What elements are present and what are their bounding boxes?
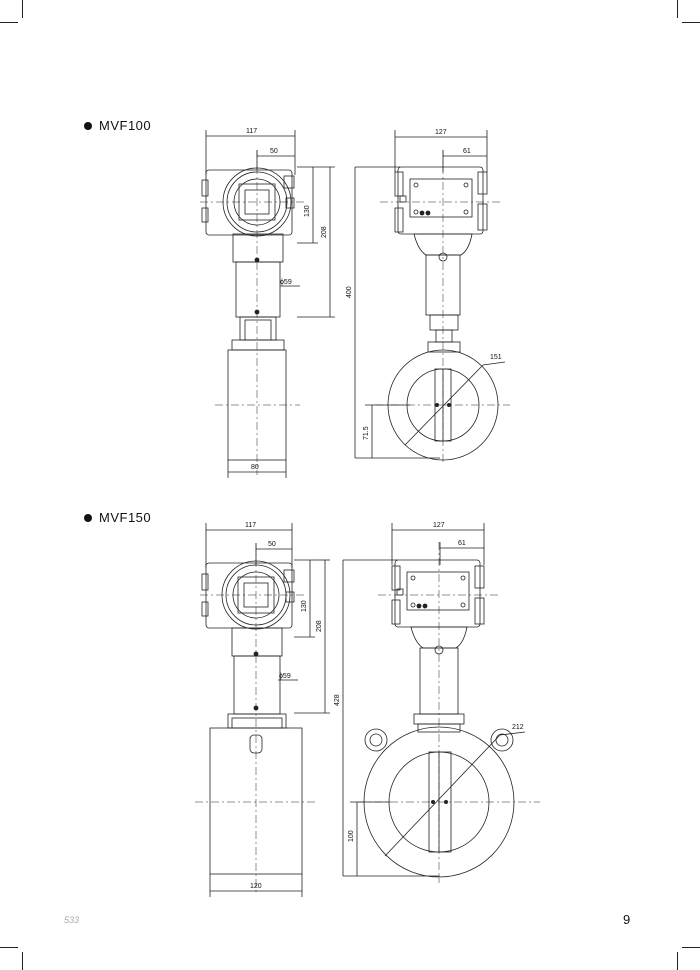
- dim-428: 428: [334, 694, 341, 706]
- section-title-mvf150: MVF150: [84, 510, 151, 525]
- dim-61: 61: [458, 540, 466, 547]
- mvf150-front-view: 117 50 130 208 ϕ59 1: [195, 522, 330, 897]
- dim-phi59: ϕ59: [279, 673, 291, 680]
- dim-80: 80: [251, 464, 259, 471]
- crop-mark: [0, 22, 18, 23]
- dim-400: 400: [346, 286, 353, 298]
- dim-50: 50: [270, 148, 278, 155]
- dim-212: 212: [512, 724, 524, 731]
- crop-mark: [0, 947, 18, 948]
- section-title-text: MVF100: [99, 118, 152, 133]
- dim-130: 130: [301, 600, 308, 612]
- crop-mark: [682, 22, 700, 23]
- dim-117: 117: [246, 128, 257, 135]
- dim-127: 127: [435, 129, 447, 136]
- mvf100-side-view: 127 61 400 71.5: [346, 129, 510, 465]
- dim-50: 50: [268, 541, 276, 548]
- dim-phi59: ϕ59: [280, 279, 292, 286]
- dim-151: 151: [490, 354, 502, 361]
- dim-100: 100: [348, 830, 355, 842]
- mvf100-front-view: 117 50 130 208 ϕ59: [200, 128, 335, 478]
- dim-127: 127: [433, 522, 445, 529]
- bullet-icon: [84, 513, 92, 522]
- dim-61: 61: [463, 148, 471, 155]
- page-number: 9: [623, 912, 631, 927]
- crop-mark: [682, 947, 700, 948]
- mvf150-side-view: 127 61 428 100: [334, 522, 540, 883]
- crop-mark: [22, 0, 23, 18]
- dim-117: 117: [245, 522, 256, 529]
- crop-mark: [677, 952, 678, 970]
- crop-mark: [22, 952, 23, 970]
- dim-130: 130: [304, 205, 311, 217]
- dim-71-5: 71.5: [363, 426, 370, 440]
- dim-208: 208: [321, 226, 328, 238]
- section-title-mvf100: MVF100: [84, 118, 151, 133]
- section-title-text: MVF150: [99, 510, 152, 525]
- footer-code: 533: [64, 915, 80, 925]
- crop-mark: [677, 0, 678, 18]
- bullet-icon: [84, 121, 92, 130]
- dim-208: 208: [316, 620, 323, 632]
